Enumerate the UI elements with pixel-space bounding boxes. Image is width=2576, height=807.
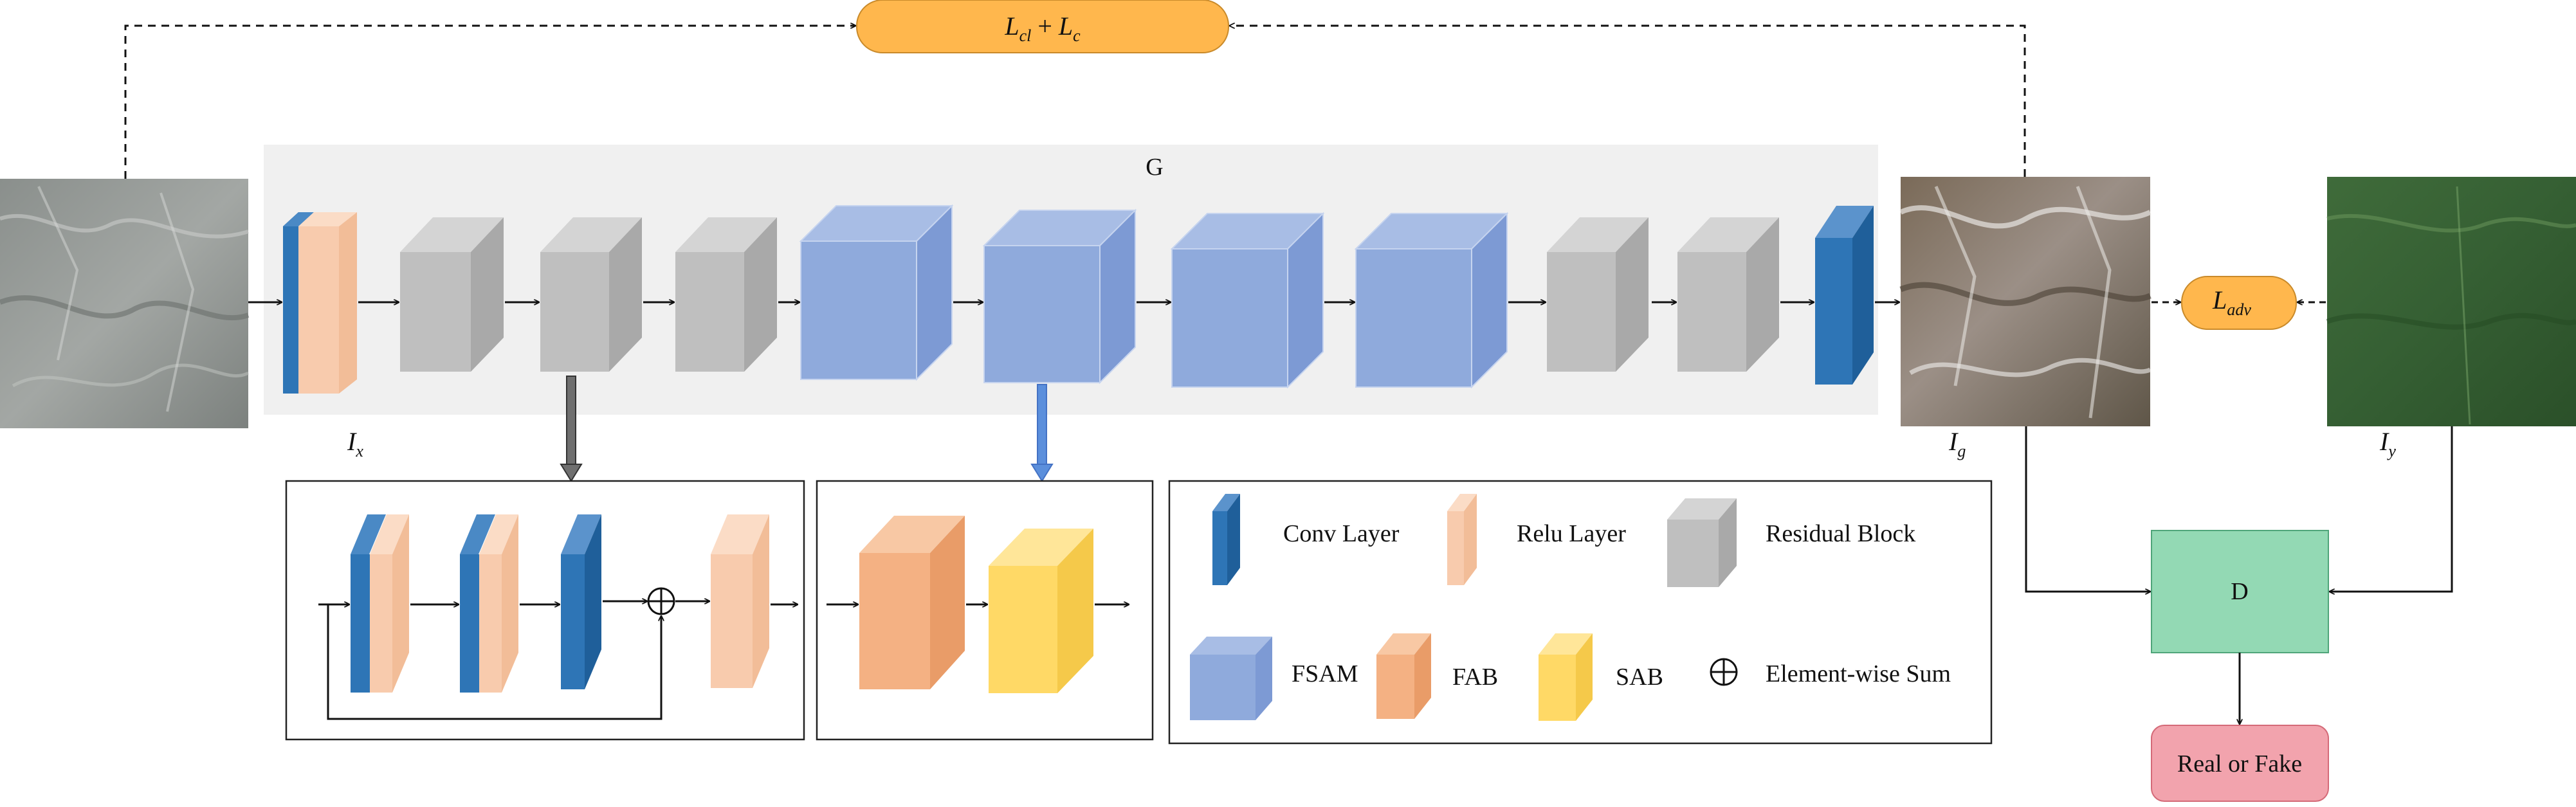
fsam-detail-contents bbox=[827, 516, 1129, 693]
fsam-block-2 bbox=[982, 208, 1137, 385]
fsam-block-4 bbox=[1354, 212, 1509, 389]
fab-icon bbox=[1376, 633, 1431, 719]
legend-label-sum: Element-wise Sum bbox=[1766, 660, 1951, 687]
fsam-block-1 bbox=[799, 204, 954, 381]
legend-label-sab: SAB bbox=[1616, 664, 1663, 691]
real-or-fake-output bbox=[2151, 725, 2329, 802]
cycle-loss-box bbox=[856, 0, 1229, 53]
real-or-fake-label: Real or Fake bbox=[2177, 750, 2302, 777]
legend-label-relu: Relu Layer bbox=[1517, 520, 1626, 547]
adversarial-loss-label: Ladv bbox=[2212, 286, 2251, 319]
generator-conv-relu-block bbox=[283, 212, 357, 394]
sab-icon bbox=[1539, 633, 1593, 721]
residual-expansion-arrow bbox=[560, 376, 583, 482]
residual-block-5 bbox=[1677, 217, 1779, 372]
legend-label-fab: FAB bbox=[1452, 664, 1498, 691]
element-wise-sum-icon bbox=[1710, 658, 1738, 686]
fsam-block-3 bbox=[1170, 212, 1325, 389]
adversarial-loss-box bbox=[2181, 276, 2297, 330]
legend-label-fsam: FSAM bbox=[1292, 660, 1358, 687]
residual-detail-contents bbox=[318, 514, 798, 720]
residual-block-2 bbox=[540, 217, 642, 372]
residual-block-4 bbox=[1547, 217, 1649, 372]
generator-final-conv-layer bbox=[1815, 206, 1874, 385]
residual-block-1 bbox=[400, 217, 504, 372]
fsam-expansion-arrow bbox=[1030, 384, 1054, 482]
input-image-label: Ix bbox=[347, 427, 363, 460]
legend-label-conv: Conv Layer bbox=[1283, 520, 1400, 547]
residual-block-3 bbox=[675, 217, 777, 372]
conv-layer-icon bbox=[1212, 494, 1240, 585]
input-image bbox=[0, 179, 250, 428]
legend-label-residual: Residual Block bbox=[1766, 520, 1915, 547]
relu-layer-icon bbox=[1447, 494, 1477, 585]
residual-block-icon bbox=[1667, 498, 1737, 587]
dashed-line-input-to-loss bbox=[124, 26, 855, 179]
generator-label: G bbox=[1146, 154, 1163, 181]
dashed-line-generated-to-loss bbox=[1230, 26, 2026, 177]
generated-image bbox=[1899, 177, 2151, 426]
fsam-icon bbox=[1190, 637, 1272, 720]
discriminator-label: D bbox=[2231, 578, 2248, 605]
discriminator-arrows bbox=[2025, 426, 2453, 724]
generated-image-label: Ig bbox=[1948, 427, 1966, 460]
target-image bbox=[2326, 177, 2576, 426]
target-image-label: Iy bbox=[2379, 427, 2396, 460]
cycle-loss-label: Lcl + Lc bbox=[1004, 12, 1081, 45]
